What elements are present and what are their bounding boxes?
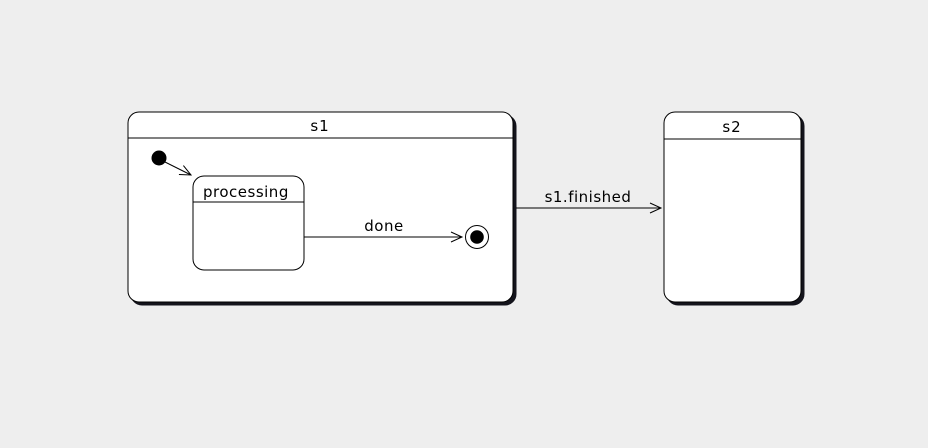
final-state[interactable]: [465, 225, 489, 249]
transition-s1-finished-label: s1.finished: [545, 188, 632, 206]
state-s2-title: s2: [722, 118, 741, 136]
transition-initial-to-processing[interactable]: [151, 150, 193, 176]
state-processing-body[interactable]: [192, 175, 305, 271]
transition-done-label: done: [364, 217, 403, 235]
state-s1-title: s1: [310, 117, 329, 135]
state-processing[interactable]: processing: [192, 175, 305, 271]
initial-state-dot[interactable]: [151, 150, 167, 166]
state-s1-body[interactable]: [127, 111, 514, 303]
transition-s1-finished[interactable]: s1.finished: [516, 188, 663, 214]
state-processing-title: processing: [203, 183, 289, 201]
state-s2[interactable]: s2: [663, 111, 805, 306]
transition-initial-line[interactable]: [164, 161, 193, 176]
transition-done[interactable]: done: [304, 217, 464, 243]
final-state-inner-dot: [470, 230, 484, 244]
state-s2-body[interactable]: [663, 111, 802, 303]
state-s1[interactable]: s1: [127, 111, 517, 306]
